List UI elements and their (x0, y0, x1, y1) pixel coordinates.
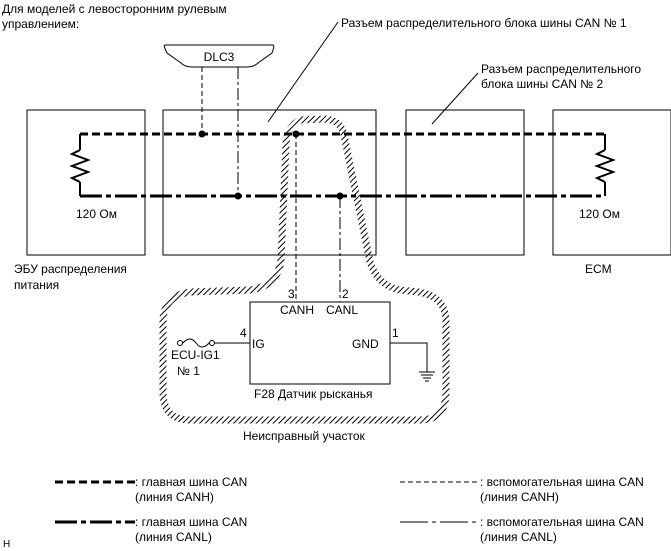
pin4-label: 4 (240, 326, 247, 340)
legend-main-canh-line2: (линия CANH) (135, 490, 214, 504)
pin2-label: 2 (342, 287, 349, 301)
junction2-label-line2: блока шины CAN № 2 (481, 77, 603, 91)
legend-main-canh-line1: : главная шина CAN (135, 475, 247, 489)
header-line2: управлением: (2, 17, 79, 31)
legend-aux-canh-line2: (линия CANH) (480, 490, 559, 504)
resistor-right-label: 120 Ом (579, 207, 620, 221)
faulty-area-label: Неисправный участок (243, 429, 366, 443)
dlc3-label: DLC3 (204, 50, 235, 64)
gnd-label: GND (352, 337, 379, 351)
footer-code: H (3, 539, 10, 550)
junction2-leader (431, 72, 479, 125)
junction-dot-dlc3-canl (234, 192, 242, 200)
ecm-label: ECM (585, 262, 612, 276)
canh-label: CANH (280, 303, 314, 317)
gnd-wire (390, 342, 428, 372)
ecm-box (552, 109, 671, 256)
ig-label: IG (252, 337, 265, 351)
fuse-terminal-left (177, 340, 183, 346)
pin1-label: 1 (392, 326, 399, 340)
fuse-terminal-right (209, 340, 215, 346)
header-line1: Для моделей с левосторонним рулевым (2, 2, 227, 16)
resistor-left-icon (69, 149, 91, 183)
pin3-label: 3 (288, 287, 295, 301)
fuse-icon (182, 338, 210, 348)
ecu-power-label-line1: ЭБУ распределения (14, 262, 127, 276)
legend-aux-canh-line1: : вспомогательная шина CAN (480, 475, 644, 489)
legend-main-canl-line1: : главная шина CAN (135, 515, 247, 529)
ecu-power-label-line2: питания (14, 278, 59, 292)
ecu-ig1-no-label: № 1 (177, 364, 200, 378)
legend-aux-canl-line1: : вспомогательная шина CAN (480, 515, 644, 529)
legend-main-canl-line2: (линия CANL) (135, 530, 212, 544)
junction-connector-1-box (162, 109, 377, 256)
resistor-left-label: 120 Ом (76, 207, 117, 221)
faulty-area-outline (159, 115, 450, 424)
resistor-right-icon (594, 149, 616, 183)
legend-aux-canl-line2: (линия CANL) (480, 530, 557, 544)
ecu-ig1-label: ECU-IG1 (171, 348, 220, 362)
junction1-leader (267, 21, 339, 123)
junction1-label: Разъем распределительного блока шины CAN… (341, 16, 627, 30)
ecu-power-distribution-box (26, 109, 146, 256)
dlc3-connector (163, 44, 275, 68)
junction2-label-line1: Разъем распределительного (481, 62, 641, 76)
junction-dot-dlc3-canh (198, 130, 206, 138)
junction-connector-2-box (405, 109, 525, 256)
canl-label: CANL (326, 303, 358, 317)
sensor-label: F28 Датчик рысканья (254, 387, 372, 401)
